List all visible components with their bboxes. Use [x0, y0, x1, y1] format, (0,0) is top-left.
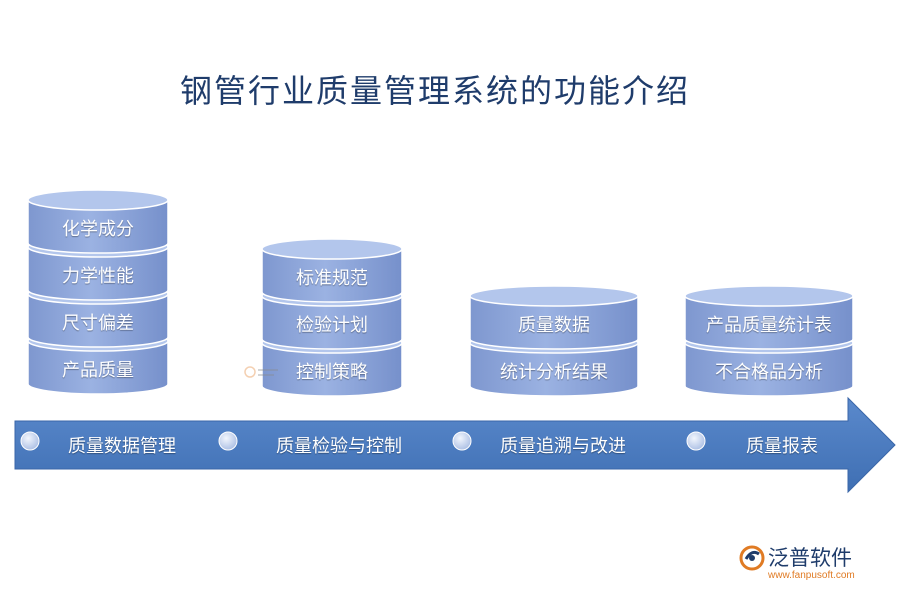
disk-layer-shape — [27, 189, 169, 254]
disk-layer-label: 产品质量统计表 — [706, 314, 832, 336]
disk-layer-label: 不合格品分析 — [715, 361, 823, 383]
stage-label: 质量数据管理 — [68, 436, 176, 457]
fanpu-logo-icon — [739, 545, 765, 571]
disk-layer-label: 标准规范 — [296, 267, 368, 289]
disk-layer-label: 质量数据 — [518, 314, 590, 336]
disk-layer-label: 力学性能 — [62, 265, 134, 287]
brand-url: www.fanpusoft.com — [768, 570, 855, 581]
disk-layer-label: 检验计划 — [296, 314, 368, 336]
watermark-logo — [244, 364, 280, 380]
disk-layer-shape — [684, 285, 854, 350]
disk-layer-label: 化学成分 — [62, 218, 134, 240]
disk-layer-label: 尺寸偏差 — [62, 312, 134, 334]
brand-logo: 泛普软件 www.fanpusoft.com — [738, 542, 888, 590]
disk-layer-label: 控制策略 — [296, 361, 368, 383]
stage-label: 质量追溯与改进 — [500, 436, 626, 457]
brand-name: 泛普软件 — [768, 546, 852, 570]
stage-bullet — [686, 431, 706, 451]
stage-bullet — [218, 431, 238, 451]
disk-layer-label: 统计分析结果 — [500, 361, 608, 383]
disk-layer-label: 产品质量 — [62, 359, 134, 381]
disk-layer-shape — [469, 285, 639, 350]
stage-label: 质量报表 — [746, 436, 818, 457]
disk-layer-shape — [261, 238, 403, 303]
stage-label: 质量检验与控制 — [276, 436, 402, 457]
stage-bullet — [452, 431, 472, 451]
stage-bullet — [20, 431, 40, 451]
page-title: 钢管行业质量管理系统的功能介绍 — [179, 72, 690, 110]
